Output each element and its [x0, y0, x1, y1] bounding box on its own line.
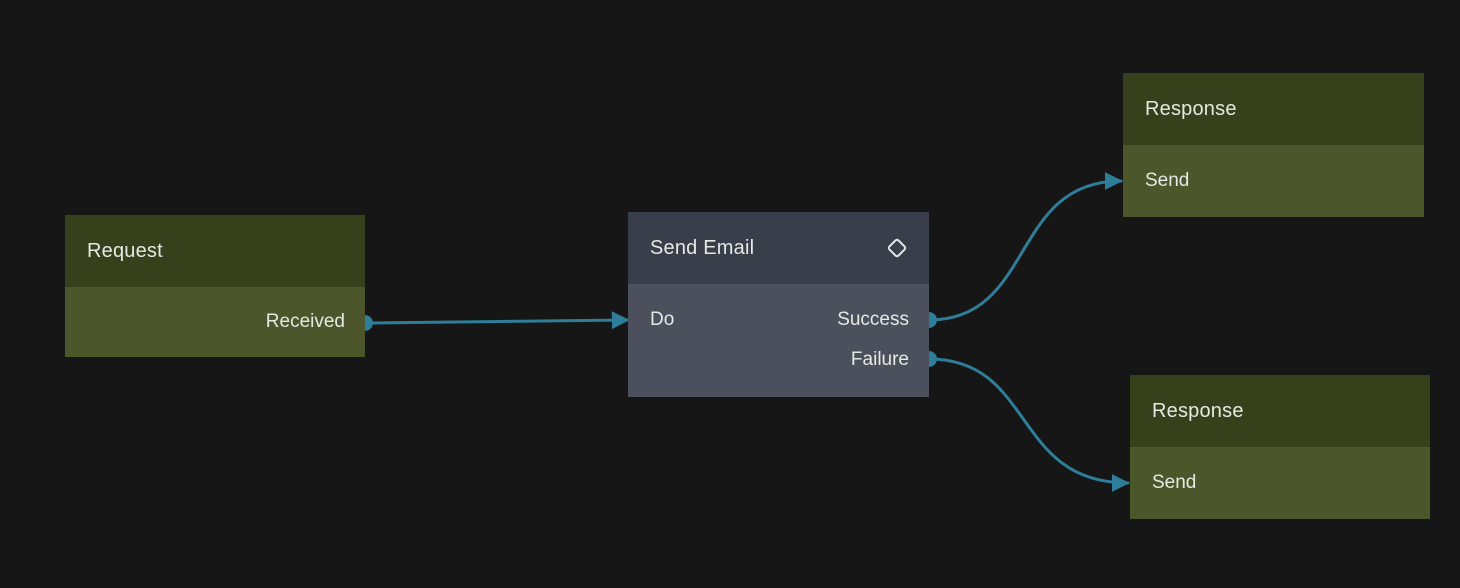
node-send-email-header[interactable]: Send Email [628, 212, 929, 284]
node-title: Response [1145, 97, 1237, 120]
node-response-bottom[interactable]: Response Send [1130, 375, 1430, 519]
output-port-failure: Failure [850, 349, 909, 370]
node-response-top-body: Send [1123, 145, 1424, 217]
edge-success-to-send[interactable] [927, 172, 1123, 322]
node-response-top[interactable]: Response Send [1123, 73, 1424, 217]
node-request[interactable]: Request Received [65, 215, 365, 357]
node-send-email[interactable]: Send Email Do Success Failure [628, 212, 929, 397]
node-send-email-body: Do Success Failure [628, 284, 929, 397]
node-request-header[interactable]: Request [65, 215, 365, 287]
output-port-success: Success [837, 309, 909, 330]
node-response-top-header[interactable]: Response [1123, 73, 1424, 145]
node-title: Send Email [650, 236, 755, 259]
node-response-bottom-header[interactable]: Response [1130, 375, 1430, 447]
diamond-icon [887, 238, 907, 258]
node-title: Request [87, 239, 163, 262]
node-request-body: Received [65, 287, 365, 357]
node-response-bottom-body: Send [1130, 447, 1430, 519]
input-port-do: Do [650, 309, 675, 330]
output-port-received: Received [265, 311, 345, 332]
node-title: Response [1152, 399, 1244, 422]
input-port-send: Send [1152, 472, 1197, 493]
edge-received-to-do[interactable] [368, 311, 630, 330]
input-port-send: Send [1145, 170, 1190, 191]
edge-failure-to-send[interactable] [927, 357, 1130, 492]
